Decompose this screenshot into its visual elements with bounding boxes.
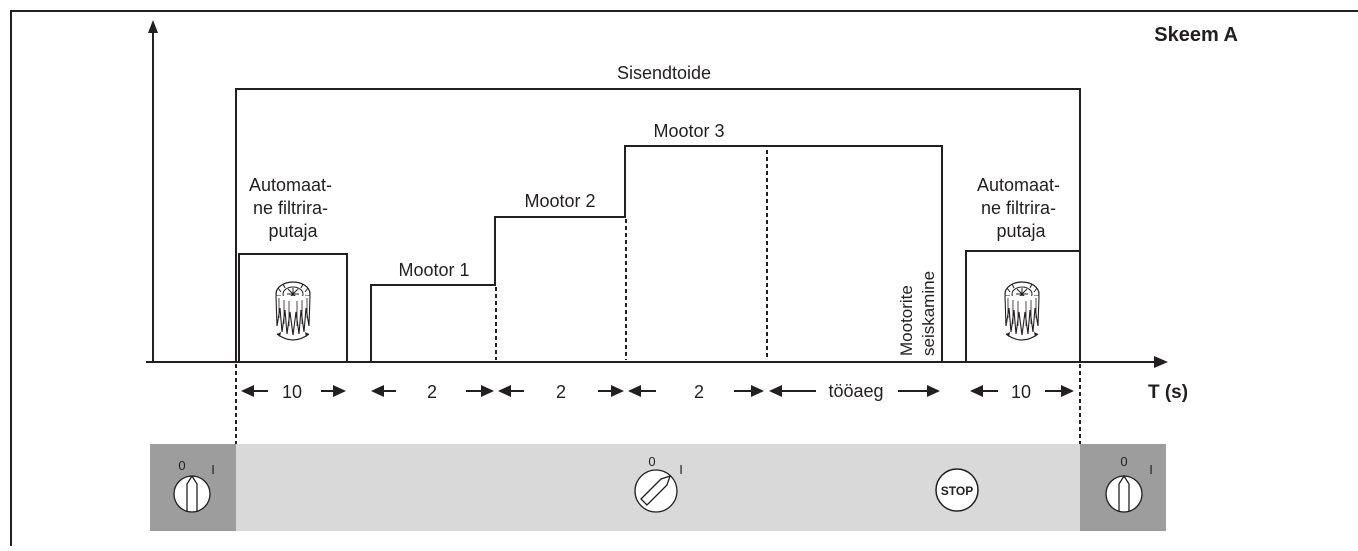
filter-left-label-line2: ne filtrira- [253, 198, 328, 218]
filter-right-label: Automaat- ne filtrira- putaja [977, 175, 1065, 241]
switch-left-one: I [211, 462, 215, 477]
outer-frame [10, 10, 1358, 546]
arrow-left-icon [241, 385, 254, 397]
rotary-switch-on-icon: 0 I [634, 454, 683, 513]
motor1-label: Mootor 1 [398, 260, 469, 280]
y-axis-arrow-icon [148, 20, 158, 33]
filter-right-label-line1: Automaat- [977, 175, 1060, 195]
filter-left-label-line3: putaja [268, 221, 318, 241]
stop-motors-label-line2: seiskamine [919, 271, 938, 356]
filter-right-label-line2: ne filtrira- [981, 198, 1056, 218]
diagram-title: Skeem A [1154, 24, 1238, 46]
rotary-switch-off-icon: 0 I [173, 458, 215, 513]
switch-middle-zero: 0 [648, 454, 655, 469]
arrow-right-icon [927, 385, 940, 397]
rotary-switch-off-icon: 0 I [1105, 454, 1153, 513]
duration-motor1: 2 [427, 382, 437, 402]
switch-right-one: I [1149, 462, 1153, 477]
filter-cleaner-icon [275, 281, 311, 341]
time-axis-label: T (s) [1148, 382, 1188, 403]
arrow-right-icon [611, 385, 624, 397]
filter-right-label-line3: putaja [996, 221, 1046, 241]
duration-runtime: tööaeg [828, 381, 883, 401]
duration-filter-right: 10 [1011, 382, 1031, 402]
arrow-left-icon [498, 385, 511, 397]
stop-motors-label-line1: Mootorite [897, 285, 916, 356]
motor-staircase [370, 145, 943, 362]
switch-left-zero: 0 [178, 458, 185, 473]
motor2-label: Mootor 2 [524, 191, 595, 211]
arrow-left-icon [970, 385, 983, 397]
duration-motor2: 2 [556, 382, 566, 402]
filter-right-step [965, 250, 1080, 362]
duration-row: 10 2 2 2 tööaeg 10 [241, 381, 1074, 402]
arrow-right-icon [751, 385, 764, 397]
stop-button-icon: STOP [935, 468, 979, 512]
arrow-right-icon [481, 385, 494, 397]
arrow-right-icon [1061, 385, 1074, 397]
duration-motor3: 2 [694, 382, 704, 402]
switch-right-zero: 0 [1120, 454, 1127, 469]
filter-left-step [238, 253, 348, 362]
arrow-left-icon [371, 385, 384, 397]
arrow-left-icon [769, 385, 782, 397]
arrow-left-icon [628, 385, 641, 397]
power-envelope [235, 88, 1081, 362]
power-label: Sisendtoide [617, 63, 711, 83]
x-axis-arrow-icon [1154, 356, 1168, 368]
motor3-label: Mootor 3 [653, 121, 724, 141]
duration-filter-left: 10 [282, 382, 302, 402]
switch-middle-one: I [679, 462, 683, 477]
stop-button-label: STOP [941, 484, 973, 498]
filter-cleaner-icon [1004, 281, 1040, 341]
arrow-right-icon [333, 385, 346, 397]
filter-left-label-line1: Automaat- [249, 175, 332, 195]
filter-left-label: Automaat- ne filtrira- putaja [249, 175, 337, 241]
